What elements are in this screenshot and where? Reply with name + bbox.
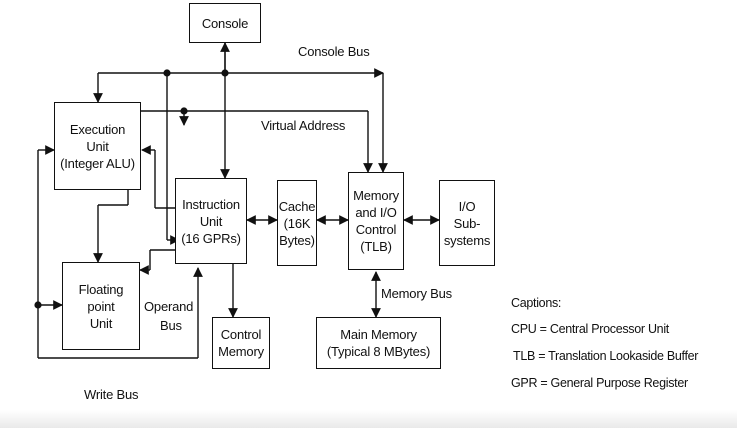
memory-io-line-3: Control xyxy=(355,222,397,237)
caption-cpu: CPU = Central Processor Unit xyxy=(511,322,669,336)
memory-io-control-box: Memory and I/O Control (TLB) xyxy=(348,172,404,270)
control-memory-line-2: Memory xyxy=(218,344,264,359)
virtual-address-label: Virtual Address xyxy=(261,118,346,133)
io-subsystems-line-1: I/O xyxy=(458,198,476,214)
memory-io-line-4: (TLB) xyxy=(360,239,392,254)
execution-unit-box: Execution Unit (Integer ALU) xyxy=(54,102,141,190)
caption-gpr: GPR = General Purpose Register xyxy=(511,376,688,390)
junction-dot xyxy=(180,107,188,115)
floating-point-line-1: Floating xyxy=(78,281,124,297)
execution-unit-line-3: (Integer ALU) xyxy=(60,155,135,171)
memory-io-line-1: Memory xyxy=(353,188,399,203)
main-memory-line-2: (Typical 8 MBytes) xyxy=(326,344,431,359)
junction-dot xyxy=(163,69,171,77)
captions-title: Captions: xyxy=(511,296,562,310)
junction-dot xyxy=(221,69,229,77)
cache-line-3: Bytes) xyxy=(279,232,315,248)
write-bus-label: Write Bus xyxy=(84,387,139,402)
execution-unit-line-2: Unit xyxy=(86,138,109,154)
io-subsystems-line-3: systems xyxy=(443,232,491,248)
instruction-unit-line-2: Unit xyxy=(199,213,223,229)
main-memory-line-1: Main Memory xyxy=(340,327,417,342)
control-memory-line-1: Control xyxy=(220,327,262,342)
operand-bus-label-line-1: Operand xyxy=(144,299,194,314)
operand-bus-label-line-2: Bus xyxy=(160,318,182,333)
instruction-unit-line-3: (16 GPRs) xyxy=(181,230,241,246)
instruction-unit-box: Instruction Unit (16 GPRs) xyxy=(175,178,247,264)
console-label: Console xyxy=(201,15,249,31)
cache-line-2: (16K xyxy=(283,215,311,231)
memory-bus-label: Memory Bus xyxy=(381,286,452,301)
io-subsystems-box: I/O Sub- systems xyxy=(439,180,495,266)
caption-tlb: TLB = Translation Lookaside Buffer xyxy=(513,349,699,363)
console-bus-label: Console Bus xyxy=(298,44,370,59)
main-memory-box: Main Memory (Typical 8 MBytes) xyxy=(316,317,441,369)
console-box: Console xyxy=(189,3,261,43)
cache-line-1: Cache xyxy=(278,198,316,214)
control-memory-box: Control Memory xyxy=(212,317,270,369)
memory-io-line-2: and I/O xyxy=(355,205,397,220)
bottom-shade xyxy=(0,410,737,428)
junction-dot xyxy=(34,301,42,309)
io-subsystems-line-2: Sub- xyxy=(453,215,481,231)
instruction-unit-line-1: Instruction xyxy=(182,196,240,212)
floating-point-line-2: point xyxy=(87,298,115,314)
cache-box: Cache (16K Bytes) xyxy=(277,180,317,266)
floating-point-line-3: Unit xyxy=(89,315,113,331)
execution-unit-line-1: Execution xyxy=(69,121,126,137)
floating-point-unit-box: Floating point Unit xyxy=(62,262,140,350)
